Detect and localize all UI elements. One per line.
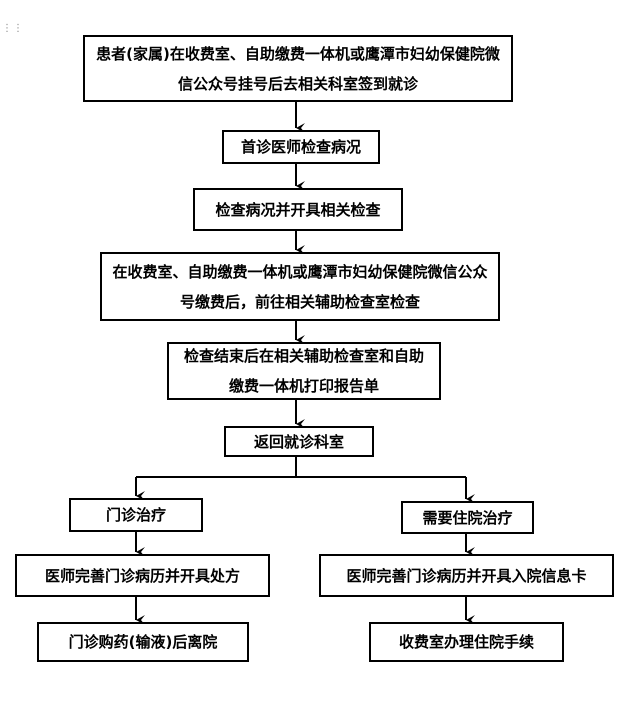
step-first-exam: 首诊医师检查病况 <box>222 130 380 164</box>
step-register: 患者(家属)在收费室、自助缴费一体机或鹰潭市妇幼保健院微信公众号挂号后去相关科室… <box>83 35 513 102</box>
step-return-dept-text: 返回就诊科室 <box>253 432 344 451</box>
step-prescription: 医师完善门诊病历并开具处方 <box>15 554 270 597</box>
step-admission-card-text: 医师完善门诊病历并开具入院信息卡 <box>346 566 587 585</box>
step-buy-medicine-text: 门诊购药(输液)后离院 <box>68 633 218 651</box>
step-order-tests: 检查病况并开具相关检查 <box>193 188 403 231</box>
step-prescription-text: 医师完善门诊病历并开具处方 <box>44 566 240 585</box>
step-register-text: 患者(家属)在收费室、自助缴费一体机或鹰潭市妇幼保健院微信公众号挂号后去相关科室… <box>96 44 500 93</box>
step-pay-and-test: 在收费室、自助缴费一体机或鹰潭市妇幼保健院微信公众号缴费后，前往相关辅助检查室检… <box>100 252 500 321</box>
step-admission-procedure: 收费室办理住院手续 <box>369 622 564 662</box>
step-admission-card: 医师完善门诊病历并开具入院信息卡 <box>319 554 614 597</box>
branch-outpatient-text: 门诊治疗 <box>105 506 166 524</box>
step-pay-and-test-text: 在收费室、自助缴费一体机或鹰潭市妇幼保健院微信公众号缴费后，前往相关辅助检查室检… <box>112 262 488 311</box>
branch-inpatient: 需要住院治疗 <box>401 501 534 534</box>
step-buy-medicine: 门诊购药(输液)后离院 <box>37 622 249 662</box>
step-print-report: 检查结束后在相关辅助检查室和自助缴费一体机打印报告单 <box>167 342 441 400</box>
step-first-exam-text: 首诊医师检查病况 <box>240 138 361 156</box>
step-return-dept: 返回就诊科室 <box>224 426 374 457</box>
step-order-tests-text: 检查病况并开具相关检查 <box>215 200 381 219</box>
step-print-report-text: 检查结束后在相关辅助检查室和自助缴费一体机打印报告单 <box>183 347 424 395</box>
step-admission-procedure-text: 收费室办理住院手续 <box>398 633 534 651</box>
branch-inpatient-text: 需要住院治疗 <box>422 508 513 527</box>
branch-outpatient: 门诊治疗 <box>69 498 203 532</box>
